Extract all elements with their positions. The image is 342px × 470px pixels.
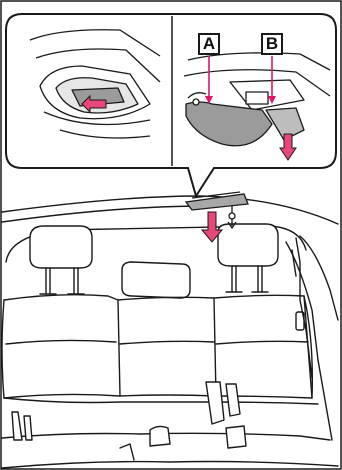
callout-label-a: A: [198, 33, 220, 55]
rear-seat-illustration: [2, 196, 338, 468]
callout-label-b: B: [261, 33, 283, 55]
release-lever-on-seat: [186, 192, 248, 228]
